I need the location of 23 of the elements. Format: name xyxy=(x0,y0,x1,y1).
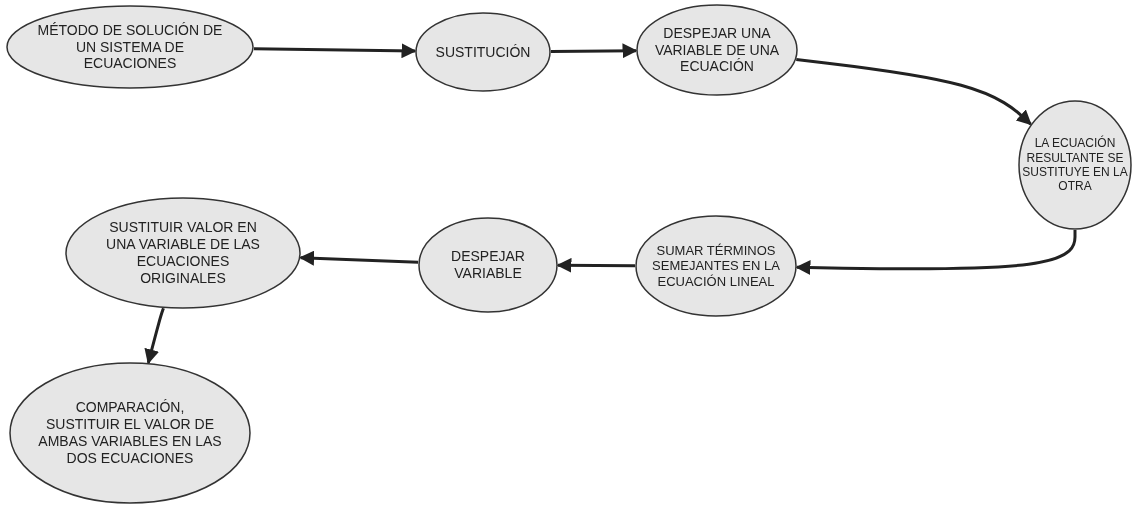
arrow xyxy=(253,43,417,59)
node-text: DESPEJAR UNA VARIABLE DE UNA ECUACIÓN xyxy=(653,24,781,76)
oval-node xyxy=(65,197,301,309)
oval-node xyxy=(636,4,798,96)
node-text: LA ECUACIÓN RESULTANTE SE SUSTITUYE EN LA OTRA xyxy=(1022,136,1128,194)
node-text: DESPEJAR VARIABLE xyxy=(450,248,526,282)
oval-node xyxy=(9,362,251,504)
arrow xyxy=(795,230,1077,276)
node-text: SUSTITUIR VALOR EN UNA VARIABLE DE LAS ECUACIONES ORIGINALES xyxy=(105,219,261,287)
oval-node xyxy=(1018,100,1132,230)
oval-node xyxy=(6,5,254,89)
oval-node xyxy=(415,12,551,92)
node-text: SUSTITUCIÓN xyxy=(434,43,532,61)
oval-node xyxy=(635,215,797,317)
node-text: MÉTODO DE SOLUCIÓN DE UN SISTEMA DE ECUACIONES xyxy=(36,21,224,73)
node-text: SUMAR TÉRMINOS SEMEJANTES EN LA ECUACIÓN LINEAL xyxy=(651,242,781,290)
node-text: COMPARACIÓN, SUSTITUIR EL VALOR DE AMBAS VARIABLES EN LAS DOS ECUACIONES xyxy=(37,399,223,467)
arrow xyxy=(144,307,165,365)
arrow xyxy=(299,250,419,266)
arrow xyxy=(796,58,1032,126)
arrow xyxy=(556,257,635,273)
oval-node xyxy=(418,217,558,313)
arrow xyxy=(550,43,638,59)
